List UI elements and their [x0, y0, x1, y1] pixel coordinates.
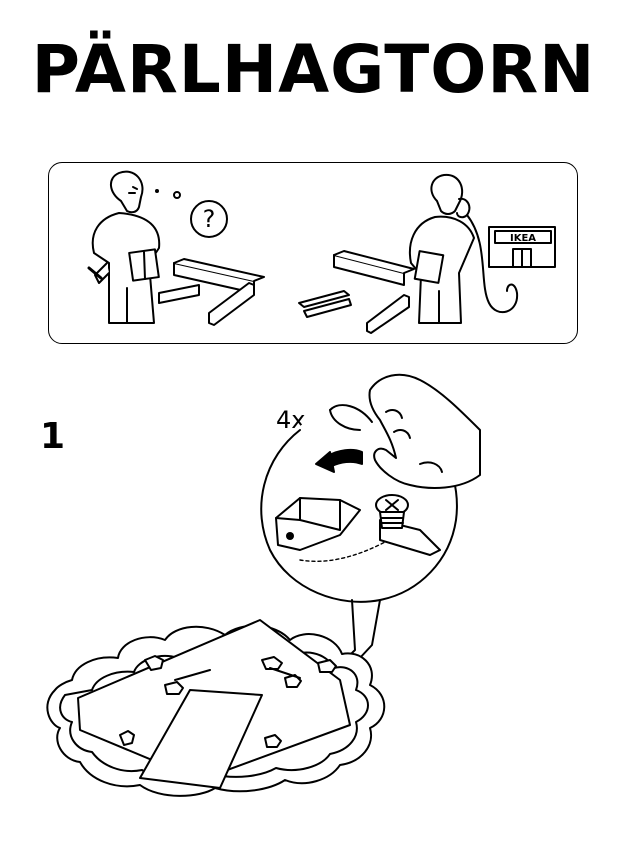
assembly-parts-icon-right	[298, 250, 415, 334]
thought-dots-icon	[155, 189, 181, 199]
bracket-icon	[275, 497, 386, 562]
confused-person-icon	[87, 170, 161, 324]
hand-icon	[329, 373, 481, 489]
question-mark-icon: ?	[190, 200, 228, 238]
document-title: PÄRLHAGTORN	[31, 31, 596, 108]
store-sign-text: IKEA	[510, 233, 536, 244]
svg-text:?: ?	[203, 205, 216, 233]
person-on-phone-icon	[409, 173, 519, 324]
ikea-store-icon: IKEA	[488, 226, 556, 268]
step-illustration	[46, 373, 481, 797]
rotate-arrow-icon	[315, 448, 363, 473]
help-panel-illustration: ? IKEA	[87, 170, 556, 334]
step-number: 1	[40, 416, 66, 457]
cloud-tray-icon	[46, 619, 386, 797]
help-panel: ? IKEA	[48, 162, 578, 344]
assembly-parts-icon	[158, 258, 265, 326]
screw-icon	[375, 494, 441, 556]
